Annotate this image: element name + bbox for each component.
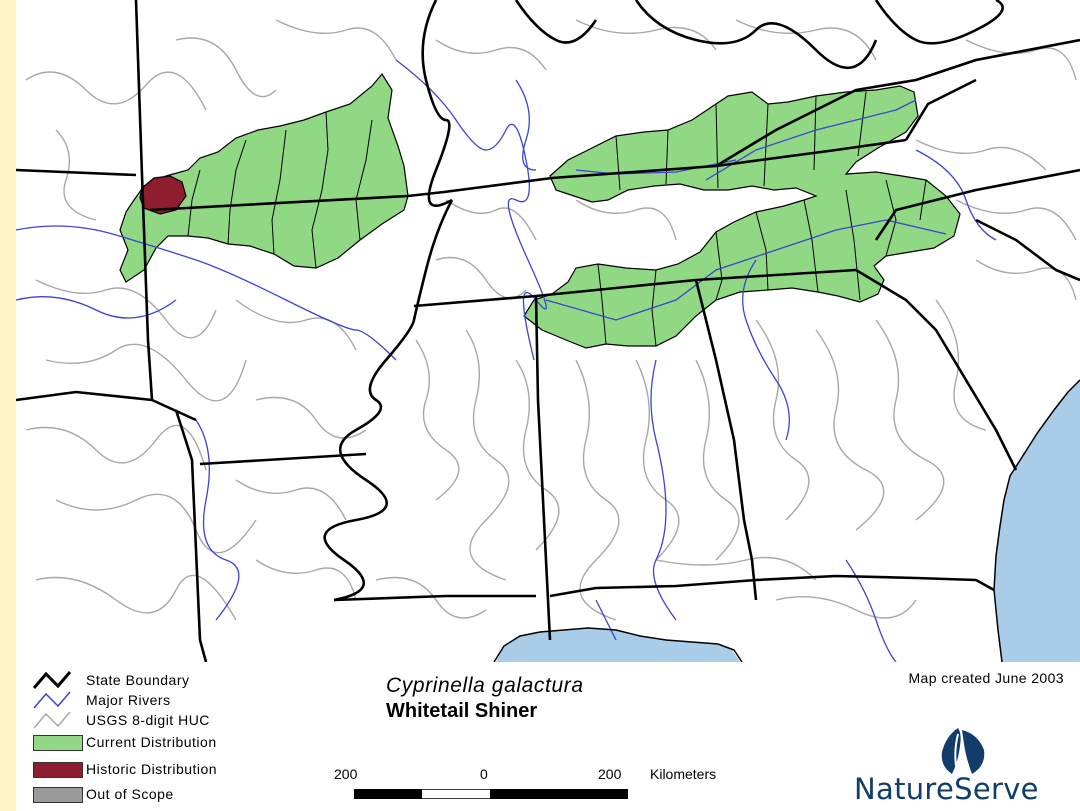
current-distribution-west xyxy=(119,72,409,283)
distribution-map xyxy=(16,0,1080,662)
species-title: Cyprinella galactura Whitetail Shiner xyxy=(386,674,666,723)
common-name: Whitetail Shiner xyxy=(386,700,538,722)
legend-item-current: Current Distribution xyxy=(32,732,217,752)
river-symbol xyxy=(32,690,84,710)
major-rivers xyxy=(16,59,997,662)
scale-bar xyxy=(354,789,628,799)
historic-distribution-swatch xyxy=(33,762,83,778)
scale-units: Kilometers xyxy=(650,766,717,782)
legend-label: Historic Distribution xyxy=(86,761,218,777)
legend-item-major-rivers: Major Rivers xyxy=(32,690,171,710)
legend-item-historic: Historic Distribution xyxy=(32,759,217,779)
legend-item-state-boundary: State Boundary xyxy=(32,670,190,690)
huc-boundaries xyxy=(25,19,1077,621)
legend-label: Out of Scope xyxy=(86,786,174,802)
scientific-name: Cyprinella galactura xyxy=(386,674,584,697)
state-boundary-symbol xyxy=(32,670,84,690)
scale-label-zero: 0 xyxy=(480,766,488,782)
legend-label: State Boundary xyxy=(86,672,190,688)
left-edge-strip xyxy=(0,0,16,811)
current-distribution-tennessee xyxy=(523,85,961,349)
atlantic-ocean xyxy=(994,380,1080,662)
legend-area: State Boundary Major Rivers USGS 8-digit… xyxy=(16,662,1080,811)
scale-label-right: 200 xyxy=(598,766,622,782)
gulf-of-mexico xyxy=(496,628,740,662)
huc-symbol xyxy=(32,710,84,730)
legend-item-huc: USGS 8-digit HUC xyxy=(32,710,210,730)
legend-item-out-of-scope: Out of Scope xyxy=(32,784,174,804)
mobile-bay xyxy=(556,630,576,662)
map-created-date: Map created June 2003 xyxy=(908,670,1064,686)
legend-label: USGS 8-digit HUC xyxy=(86,712,210,728)
coastline xyxy=(493,379,1080,662)
out-of-scope-swatch xyxy=(33,787,83,803)
legend-label: Current Distribution xyxy=(86,734,217,750)
legend-label: Major Rivers xyxy=(86,692,171,708)
state-boundaries xyxy=(16,0,1080,662)
logo-wordmark: NatureServe xyxy=(854,772,1039,806)
natureserve-logo: NatureServe xyxy=(854,722,1074,810)
butterfly-icon xyxy=(941,728,985,774)
current-distribution-swatch xyxy=(33,735,83,751)
scale-label-left: 200 xyxy=(334,766,358,782)
